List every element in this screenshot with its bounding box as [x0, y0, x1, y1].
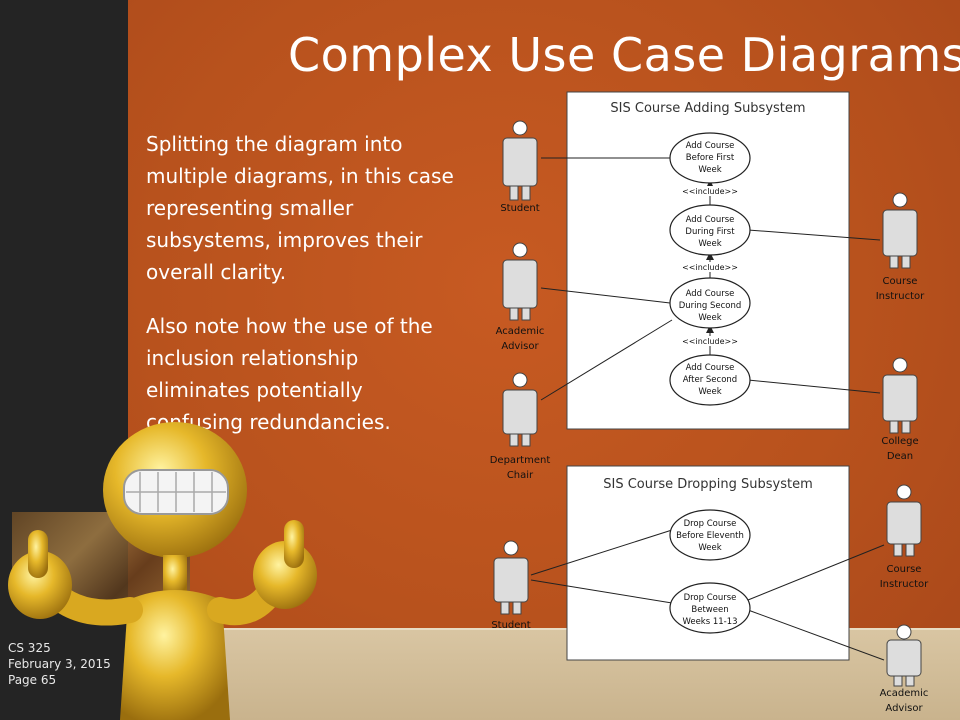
svg-text:Week: Week [698, 543, 721, 553]
include-label-2: <<include>> [682, 263, 738, 272]
use-case-add-after-second: Add Course After Second Week [669, 354, 751, 406]
svg-text:Dean: Dean [887, 451, 913, 462]
use-case-add-during-second: Add Course During Second Week [669, 277, 751, 329]
include-label-bg-2 [680, 262, 740, 272]
svg-text:Course: Course [887, 564, 922, 575]
actor-course-instructor-icon: Course Instructor [876, 192, 925, 302]
svg-text:Weeks 11-13: Weeks 11-13 [682, 617, 737, 627]
footer: CS 325 February 3, 2015 Page 65 [8, 640, 111, 688]
actor-department-chair-icon: Department Chair [490, 372, 551, 481]
svg-text:Week: Week [698, 387, 721, 397]
svg-text:Before First: Before First [686, 153, 735, 163]
use-case-add-during-first: Add Course During First Week [669, 204, 751, 256]
actor-college-dean-icon: College Dean [881, 357, 919, 462]
svg-text:Before Eleventh: Before Eleventh [676, 531, 744, 541]
svg-text:Student: Student [491, 620, 530, 631]
svg-text:Drop Course: Drop Course [684, 519, 737, 529]
include-label-3: <<include>> [682, 337, 738, 346]
footer-date: February 3, 2015 [8, 657, 111, 671]
svg-text:Advisor: Advisor [501, 341, 539, 352]
system-name-adding: SIS Course Adding Subsystem [610, 101, 805, 116]
actor-student-icon: Student [500, 120, 540, 214]
svg-text:Add Course: Add Course [686, 215, 735, 225]
actor-label-student: Student [500, 203, 539, 214]
include-label-1: <<include>> [682, 187, 738, 196]
use-case-drop-between: Drop Course Between Weeks 11-13 [669, 582, 751, 634]
svg-text:After Second: After Second [683, 375, 737, 385]
svg-text:Instructor: Instructor [876, 291, 925, 302]
include-label-bg-3 [680, 336, 740, 346]
svg-text:Drop Course: Drop Course [684, 593, 737, 603]
svg-text:Advisor: Advisor [885, 703, 923, 714]
floor-edge [128, 628, 960, 630]
use-case-drop-before-eleventh: Drop Course Before Eleventh Week [669, 509, 751, 561]
actor-academic-advisor-drop-icon: Academic Advisor [880, 624, 929, 714]
svg-text:Department: Department [490, 455, 551, 466]
svg-text:Week: Week [698, 313, 721, 323]
svg-text:Week: Week [698, 165, 721, 175]
svg-text:College: College [881, 436, 918, 447]
svg-text:Add Course: Add Course [686, 289, 735, 299]
actor-course-instructor-drop-icon: Course Instructor [880, 484, 929, 590]
gold-mascot-figure [8, 422, 317, 720]
system-name-dropping: SIS Course Dropping Subsystem [603, 477, 813, 492]
include-label-bg-1 [680, 186, 740, 196]
footer-course: CS 325 [8, 641, 51, 655]
svg-text:During First: During First [685, 227, 735, 237]
svg-text:During Second: During Second [679, 301, 742, 311]
paragraph-splitting: Splitting the diagram into multiple diag… [146, 132, 454, 284]
svg-text:Add Course: Add Course [686, 363, 735, 373]
slide-title: Complex Use Case Diagrams [288, 28, 960, 82]
svg-text:Between: Between [691, 605, 728, 615]
use-case-add-before-first: Add Course Before First Week [669, 132, 751, 184]
svg-text:Course: Course [883, 276, 918, 287]
actor-student-drop-icon: Student [491, 540, 531, 631]
svg-text:Add Course: Add Course [686, 141, 735, 151]
svg-text:Chair: Chair [507, 470, 534, 481]
actor-academic-advisor-icon: Academic Advisor [496, 242, 545, 352]
svg-text:Academic: Academic [496, 326, 545, 337]
footer-page: Page 65 [8, 673, 57, 687]
svg-text:Instructor: Instructor [880, 579, 929, 590]
svg-text:Week: Week [698, 239, 721, 249]
associations-dropping [530, 529, 885, 661]
svg-text:Academic: Academic [880, 688, 929, 699]
paragraph-inclusion: Also note how the use of the inclusion r… [146, 314, 433, 434]
